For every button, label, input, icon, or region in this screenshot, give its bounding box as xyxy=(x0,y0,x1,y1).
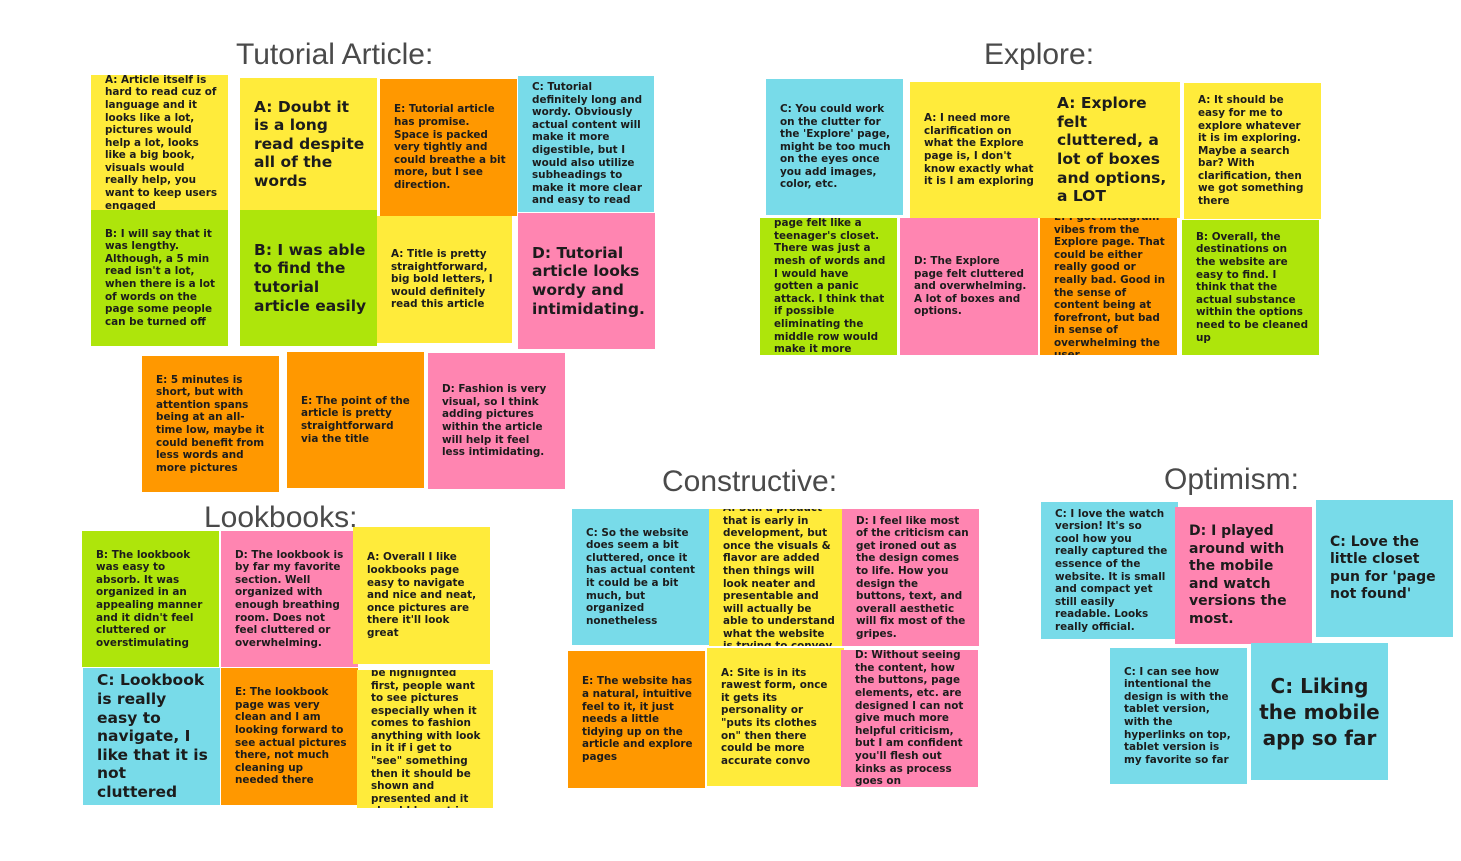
note-text: D: Fashion is very visual, so I think ad… xyxy=(442,383,547,459)
sticky-note[interactable]: D: The Explore page felt cluttered and o… xyxy=(900,218,1038,355)
note-text: D: Tutorial article looks wordy and inti… xyxy=(532,243,645,318)
sticky-note[interactable]: D: Fashion is very visual, so I think ad… xyxy=(428,353,565,489)
sticky-note[interactable]: be highlighted first, people want to see… xyxy=(357,670,493,808)
note-text: be highlighted first, people want to see… xyxy=(371,670,481,808)
sticky-note[interactable]: D: I played around with the mobile and w… xyxy=(1175,507,1312,644)
sticky-note[interactable]: A: Explore felt cluttered, a lot of boxe… xyxy=(1043,82,1180,218)
note-text: E: 5 minutes is short, but with attentio… xyxy=(156,373,265,474)
note-text: B: I was able to find the tutorial artic… xyxy=(254,240,367,315)
section-title-tutorial-article: Tutorial Article: xyxy=(236,38,434,71)
sticky-note[interactable]: A: Article itself is hard to read cuz of… xyxy=(91,75,228,211)
note-text: C: Lookbook is really easy to navigate, … xyxy=(97,671,208,801)
note-text: B: Overall, the destinations on the webs… xyxy=(1196,230,1309,344)
note-text: A: It should be easy for me to explore w… xyxy=(1198,94,1304,208)
sticky-note[interactable]: D: Without seeing the content, how the b… xyxy=(841,650,978,787)
sticky-note[interactable]: B: I will say that it was lengthy. Altho… xyxy=(91,210,228,346)
sticky-note[interactable]: E: I got Instagram vibes from the Explor… xyxy=(1040,218,1177,355)
sticky-note[interactable]: A: Overall I like lookbooks page easy to… xyxy=(353,527,490,664)
sticky-note[interactable]: D: The lookbook is by far my favorite se… xyxy=(221,531,358,667)
note-text: C: I can see how intentional the design … xyxy=(1124,665,1231,766)
note-text: C: Tutorial definitely long and wordy. O… xyxy=(532,81,643,207)
note-text: D: The Explore page felt cluttered and o… xyxy=(914,255,1027,318)
section-title-constructive: Constructive: xyxy=(662,465,838,498)
sticky-note[interactable]: B: I was able to find the tutorial artic… xyxy=(240,210,377,346)
note-text: E: The website has a natural, intuitive … xyxy=(582,675,693,763)
note-text: C: Love the little closet pun for 'page … xyxy=(1330,533,1436,603)
sticky-note[interactable]: B: The explore page felt like a teenager… xyxy=(760,218,897,355)
sticky-note[interactable]: C: You could work on the clutter for the… xyxy=(766,79,903,215)
note-text: E: The lookbook page was very clean and … xyxy=(235,686,347,787)
sticky-note[interactable]: E: The website has a natural, intuitive … xyxy=(568,651,705,788)
note-text: C: You could work on the clutter for the… xyxy=(780,102,891,191)
note-text: E: The point of the article is pretty st… xyxy=(301,394,410,445)
sticky-note[interactable]: E: Tutorial article has promise. Space i… xyxy=(380,79,517,216)
note-text: B: The lookbook was easy to absorb. It w… xyxy=(96,548,203,649)
note-text: E: I got Instagram vibes from the Explor… xyxy=(1054,218,1165,355)
section-title-lookbooks: Lookbooks: xyxy=(204,501,358,534)
sticky-note[interactable]: B: The lookbook was easy to absorb. It w… xyxy=(82,531,219,667)
sticky-note[interactable]: C: I love the watch version! It's so coo… xyxy=(1041,502,1178,639)
sticky-note[interactable]: C: Tutorial definitely long and wordy. O… xyxy=(518,76,654,212)
note-text: B: I will say that it was lengthy. Altho… xyxy=(105,227,215,328)
sticky-note[interactable]: C: Love the little closet pun for 'page … xyxy=(1316,500,1453,637)
sticky-note[interactable]: C: I can see how intentional the design … xyxy=(1110,648,1247,784)
sticky-note[interactable]: D: Tutorial article looks wordy and inti… xyxy=(518,213,655,349)
sticky-note[interactable]: E: The lookbook page was very clean and … xyxy=(221,668,358,805)
sticky-note[interactable]: C: So the website does seem a bit clutte… xyxy=(572,509,709,645)
section-title-optimism: Optimism: xyxy=(1164,463,1299,496)
note-text: A: Explore felt cluttered, a lot of boxe… xyxy=(1057,94,1167,206)
note-text: E: Tutorial article has promise. Space i… xyxy=(394,103,506,191)
note-text: D: Without seeing the content, how the b… xyxy=(855,650,964,787)
note-text: A: Still a product that is early in deve… xyxy=(723,509,835,646)
sticky-note[interactable]: A: Still a product that is early in deve… xyxy=(709,509,845,646)
sticky-note[interactable]: A: I need more clarification on what the… xyxy=(910,82,1046,218)
note-text: A: Overall I like lookbooks page easy to… xyxy=(367,551,477,639)
sticky-note[interactable]: A: It should be easy for me to explore w… xyxy=(1184,83,1321,219)
sticky-note[interactable]: D: I feel like most of the criticism can… xyxy=(842,509,979,646)
note-text: C: I love the watch version! It's so coo… xyxy=(1055,507,1168,633)
sticky-note[interactable]: C: Lookbook is really easy to navigate, … xyxy=(83,668,220,805)
sticky-note[interactable]: B: Overall, the destinations on the webs… xyxy=(1182,220,1319,355)
note-text: A: Site is in its rawest form, once it g… xyxy=(721,666,828,767)
note-text: A: Article itself is hard to read cuz of… xyxy=(105,75,218,211)
sticky-note[interactable]: E: 5 minutes is short, but with attentio… xyxy=(142,356,279,492)
note-text: B: The explore page felt like a teenager… xyxy=(774,218,886,355)
sticky-note[interactable]: C: Liking the mobile app so far xyxy=(1251,643,1388,780)
note-text: D: The lookbook is by far my favorite se… xyxy=(235,548,344,649)
note-text: A: I need more clarification on what the… xyxy=(924,112,1034,188)
note-text: A: Doubt it is a long read despite all o… xyxy=(254,97,365,190)
note-text: A: Title is pretty straightforward, big … xyxy=(391,248,493,311)
sticky-note[interactable]: A: Title is pretty straightforward, big … xyxy=(377,216,512,343)
note-text: C: Liking the mobile app so far xyxy=(1259,673,1380,750)
note-text: C: So the website does seem a bit clutte… xyxy=(586,526,696,627)
section-title-explore: Explore: xyxy=(984,38,1095,71)
note-text: D: I feel like most of the criticism can… xyxy=(856,514,969,640)
note-text: D: I played around with the mobile and w… xyxy=(1189,523,1287,627)
sticky-note[interactable]: A: Doubt it is a long read despite all o… xyxy=(240,78,377,210)
sticky-note[interactable]: A: Site is in its rawest form, once it g… xyxy=(707,648,844,786)
sticky-note[interactable]: E: The point of the article is pretty st… xyxy=(287,352,424,488)
